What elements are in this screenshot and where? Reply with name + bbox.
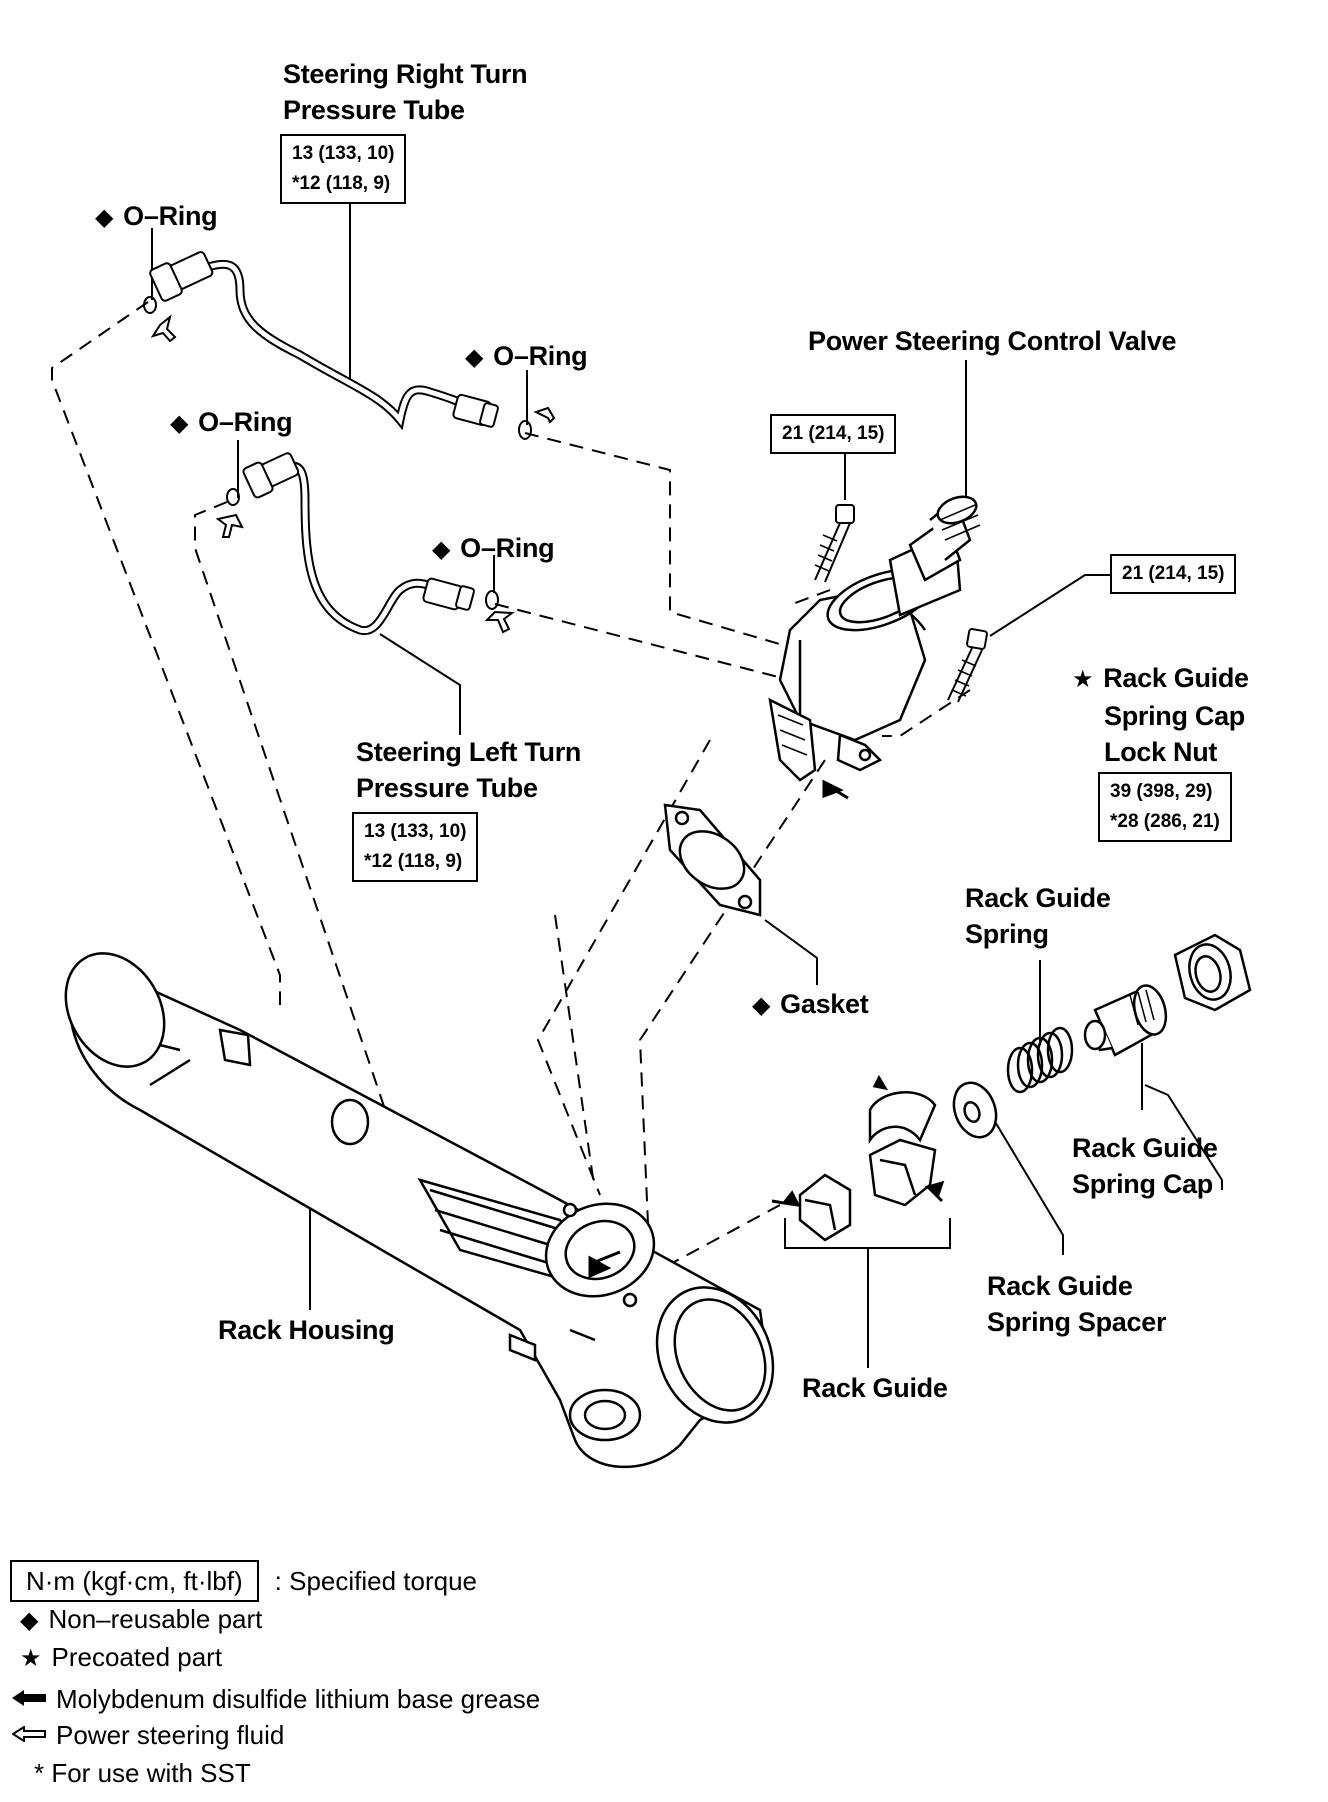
legend-torque: N·m (kgf·cm, ft·lbf): Specified torque: [10, 1560, 477, 1602]
spring-spacer-part: [952, 1081, 998, 1139]
legend-sst: * For use with SST: [34, 1758, 251, 1788]
right-tube-torque-box: 13 (133, 10) *12 (118, 9): [280, 134, 407, 204]
diamond-icon: ◆: [465, 344, 484, 371]
star-icon: ★: [1072, 666, 1094, 693]
oring-label-4: ◆O–Ring: [432, 533, 555, 563]
rack-guide-spring-spacer-label: Rack Guide Spring Spacer: [987, 1271, 1167, 1337]
rack-guide-parts: [798, 1091, 937, 1242]
left-tube-label: Steering Left Turn Pressure Tube: [356, 737, 582, 803]
rack-guide-label: Rack Guide: [802, 1373, 948, 1403]
oring-label-2: ◆O–Ring: [465, 341, 588, 371]
oring-label-3: ◆O–Ring: [170, 407, 293, 437]
lock-nut-torque-box: 39 (398, 29) *28 (286, 21): [1098, 772, 1232, 842]
diamond-icon: ◆: [20, 1607, 39, 1634]
grease-arrow-icon: [12, 1680, 46, 1706]
diamond-icon: ◆: [752, 992, 771, 1019]
legend-nonreusable: ◆Non–reusable part: [20, 1604, 263, 1634]
left-turn-pressure-tube: [242, 452, 475, 636]
diamond-icon: ◆: [432, 536, 451, 563]
grease-arrow-valve: [822, 779, 849, 800]
spring-cap-part: [1083, 984, 1168, 1057]
valve-torque-box-right: 21 (214, 15): [1110, 554, 1237, 594]
legend-precoated: ★Precoated part: [20, 1642, 223, 1672]
rack-guide-spring-cap-label: Rack Guide Spring Cap: [1072, 1133, 1218, 1199]
legend-fluid: Power steering fluid: [11, 1716, 284, 1754]
star-icon: ★: [20, 1645, 42, 1672]
rack-housing-label: Rack Housing: [218, 1315, 395, 1345]
legend-grease: Molybdenum disulfide lithium base grease: [12, 1680, 540, 1718]
rack-guide-spring-label: Rack Guide Spring: [965, 883, 1111, 949]
lock-nut-part: [1173, 933, 1252, 1012]
rack-housing-part: [64, 952, 775, 1469]
torque-unit-box: N·m (kgf·cm, ft·lbf): [10, 1560, 259, 1602]
gasket-label: ◆Gasket: [752, 989, 869, 1019]
diamond-icon: ◆: [170, 410, 189, 437]
control-valve-label: Power Steering Control Valve: [808, 326, 1177, 356]
rack-guide-grease-arrows: [771, 1074, 945, 1207]
grease-arrow-housing: [588, 1250, 621, 1279]
o-rings: [143, 296, 532, 610]
valve-bolts: [814, 504, 988, 703]
fluid-arrows: [150, 314, 556, 634]
left-tube-torque-box: 13 (133, 10) *12 (118, 9): [352, 812, 479, 882]
rack-guide-spring-part: [1006, 1026, 1074, 1094]
right-turn-pressure-tube: [149, 251, 499, 431]
fluid-arrow-svg: [11, 1725, 46, 1743]
gasket-part: [663, 803, 762, 917]
lock-nut-label: ★Rack Guide Spring Cap Lock Nut: [1072, 663, 1249, 767]
oring-label-1: ◆O–Ring: [95, 201, 218, 231]
valve-torque-box-left: 21 (214, 15): [770, 414, 897, 454]
fluid-arrow-icon: [11, 1716, 46, 1743]
diamond-icon: ◆: [95, 204, 114, 231]
right-tube-label: Steering Right Turn Pressure Tube: [283, 59, 528, 125]
grease-arrow-svg: [12, 1690, 46, 1706]
control-valve: [768, 495, 981, 782]
